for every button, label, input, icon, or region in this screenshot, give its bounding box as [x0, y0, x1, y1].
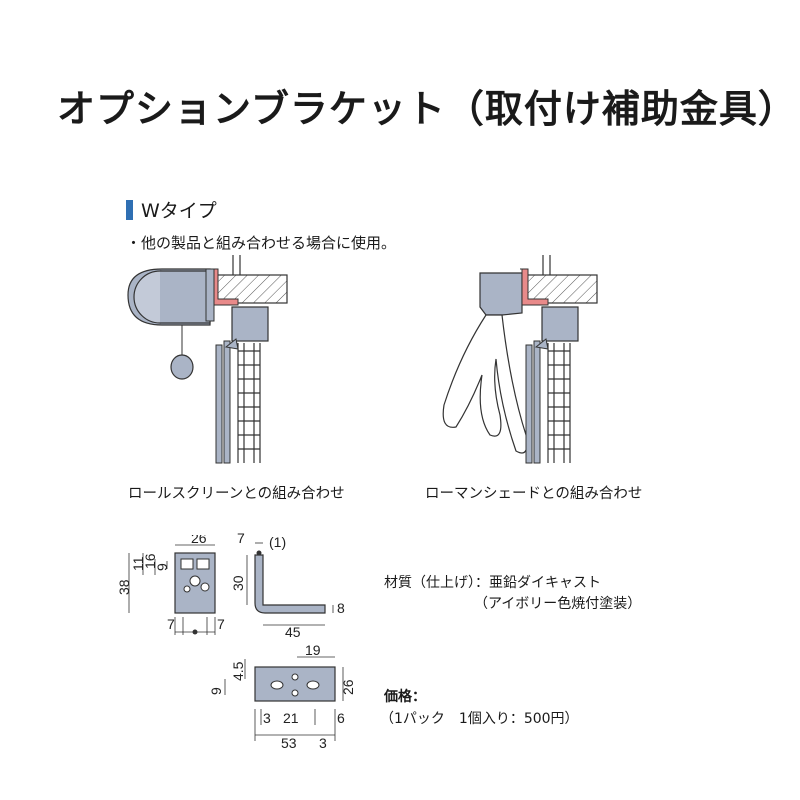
- roman-shade-illustration: [442, 255, 598, 464]
- bracket-side-view: 7 (1) 30 8 45: [230, 533, 345, 638]
- material-line-2: （アイボリー色焼付塗装）: [474, 596, 642, 612]
- dim-front-d3: 9: [154, 563, 170, 571]
- price-label: 価格：: [384, 689, 426, 705]
- roll-screen-illustration: [127, 255, 288, 464]
- dim-side-length: 45: [285, 624, 301, 638]
- dim-front-b1: 7: [167, 616, 175, 632]
- dim-bottom-h2: 9: [208, 687, 224, 695]
- dim-bottom-h1: 4.5: [230, 661, 246, 681]
- bracket-front-view: 26 38 11 16 9 7 7: [116, 535, 225, 635]
- dim-side-paren: (1): [269, 534, 286, 550]
- dim-side-top: 7: [237, 533, 245, 546]
- material-line-1: 材質（仕上げ）：亜鉛ダイキャスト: [384, 575, 601, 591]
- dim-front-d2: 11: [130, 556, 146, 571]
- section-label: Wタイプ: [141, 200, 217, 222]
- section-heading: Wタイプ: [126, 196, 217, 223]
- dim-bottom-s2: 21: [283, 710, 299, 726]
- dim-side-height: 30: [230, 575, 246, 591]
- dim-front-height: 38: [116, 579, 132, 595]
- dim-bottom-h3: 26: [340, 679, 355, 695]
- bracket-bottom-view: 19 4.5 9 26 3 21 6 53 3: [208, 645, 355, 751]
- dim-side-thick: 8: [337, 600, 345, 616]
- caption-roll-screen: ロールスクリーンとの組み合わせ: [128, 486, 345, 502]
- dim-bottom-s3: 6: [337, 710, 345, 726]
- section-marker: [126, 199, 133, 220]
- dim-bottom-s4: 3: [319, 735, 327, 751]
- dim-bottom-total: 53: [281, 735, 297, 751]
- caption-roman-shade: ローマンシェードとの組み合わせ: [425, 486, 643, 502]
- dim-front-b2: 7: [217, 616, 225, 632]
- dim-front-width: 26: [191, 535, 207, 546]
- price-value: （1パック 1個入り：500円）: [380, 711, 579, 727]
- page-title: オプションブラケット（取付け補助金具）: [57, 87, 797, 131]
- dim-bottom-w: 19: [305, 645, 321, 658]
- dim-front-d1: 16: [142, 553, 158, 569]
- dim-bottom-s1: 3: [263, 710, 271, 726]
- usage-note: ・他の製品と組み合わせる場合に使用。: [126, 234, 397, 252]
